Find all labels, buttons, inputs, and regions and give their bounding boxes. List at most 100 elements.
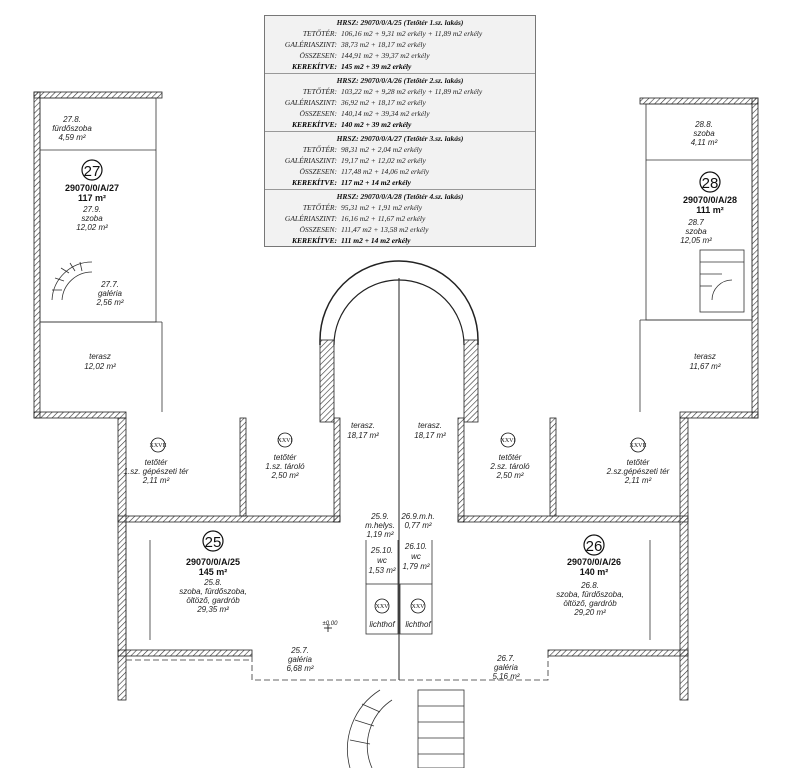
svg-text:2,11 m²: 2,11 m² [142, 476, 170, 485]
area-row-label: TETŐTÉR: [302, 87, 337, 96]
lichthof-left: XXV lichthof [369, 598, 395, 629]
unit-area: 140 m² [580, 567, 609, 577]
area-section: HRSZ: 29070/0/A/28 (Tetőtér 4.sz. lakás)… [265, 190, 535, 248]
area-row-value: 98,31 m2 + 2,04 m2 erkély [341, 145, 423, 154]
svg-text:26.8.: 26.8. [580, 581, 599, 590]
area-row-label: ÖSSZESEN: [299, 167, 338, 176]
area-row: TETŐTÉR: 95,31 m2 + 1,91 m2 erkély [265, 202, 535, 213]
area-row: GALÉRIASZINT: 36,92 m2 + 18,17 m2 erkély [265, 97, 535, 108]
svg-text:±0,00: ±0,00 [323, 621, 339, 627]
svg-text:tetőtér: tetőtér [499, 453, 522, 462]
room-27-7: 27.7. galéria 2,56 m² [95, 280, 123, 307]
svg-text:18,17 m²: 18,17 m² [414, 431, 446, 440]
room-gepeszeti-left: XXVII tetőtér 1.sz. gépészeti tér 2,11 m… [124, 437, 189, 485]
area-row-value: 95,31 m2 + 1,91 m2 erkély [341, 203, 423, 212]
lichthof-right: XXV lichthof [405, 598, 431, 629]
area-row-label: GALÉRIASZINT: [284, 98, 337, 107]
area-row-label: KEREKÍTVE: [291, 120, 337, 129]
svg-text:tetőtér: tetőtér [627, 458, 650, 467]
area-row-value: 111 m2 + 14 m2 erkély [341, 236, 411, 245]
area-row-value: 145 m2 + 39 m2 erkély [341, 62, 412, 71]
area-row-value: 38,73 m2 + 18,17 m2 erkély [341, 40, 426, 49]
svg-text:25.10.: 25.10. [370, 546, 393, 555]
arch-outline [319, 260, 479, 345]
svg-text:25.7.: 25.7. [290, 646, 309, 655]
svg-text:6,68 m²: 6,68 m² [286, 664, 313, 673]
area-row: GALÉRIASZINT:16,16 m2 + 11,67 m2 erkély [265, 213, 535, 224]
svg-text:2,50 m²: 2,50 m² [495, 471, 523, 480]
area-row-value: 111,47 m2 + 13,58 m2 erkély [341, 225, 429, 234]
svg-text:0,77 m²: 0,77 m² [404, 521, 431, 530]
area-section: HRSZ: 29070/0/A/25 (Tetőtér 1.sz. lakás)… [265, 16, 535, 74]
svg-text:2.sz.gépészeti tér: 2.sz.gépészeti tér [606, 467, 670, 476]
area-row: ÖSSZESEN:111,47 m2 + 13,58 m2 erkély [265, 224, 535, 235]
svg-text:28.7: 28.7 [687, 218, 704, 227]
svg-text:tetőtér: tetőtér [274, 453, 297, 462]
area-row: GALÉRIASZINT: 38,73 m2 + 18,17 m2 erkély [265, 39, 535, 50]
unit-badge-25: 25 29070/0/A/25 145 m² [186, 530, 240, 577]
area-section-title: HRSZ: 29070/0/A/28 (Tetőtér 4.sz. lakás) [336, 192, 464, 201]
area-row-label: TETŐTÉR: [302, 145, 337, 154]
badge-number: 27 [84, 163, 101, 180]
svg-text:4,11 m²: 4,11 m² [691, 138, 718, 147]
badge-number: 28 [702, 175, 719, 192]
area-row-value: 117,48 m2 + 14,06 m2 erkély [341, 167, 430, 176]
unit-number: 29070/0/A/27 [65, 183, 119, 193]
svg-text:29,20 m²: 29,20 m² [573, 608, 606, 617]
room-28-7: 28.7 szoba 12,05 m² [680, 218, 712, 245]
area-row: ÖSSZESEN:144,91 m2 + 39,37 m2 erkély [265, 50, 535, 61]
interior-lines [39, 97, 753, 681]
area-row: KEREKÍTVE: 145 m2 + 39 m2 erkély [265, 61, 535, 72]
svg-text:szoba: szoba [693, 129, 715, 138]
area-row-value: 36,92 m2 + 18,17 m2 erkély [341, 98, 426, 107]
area-row-value: 117 m2 + 14 m2 erkély [341, 178, 411, 187]
area-row: ÖSSZESEN:140,14 m2 + 39,34 m2 erkély [265, 108, 535, 119]
svg-text:1,19 m²: 1,19 m² [366, 530, 393, 539]
area-row-value: 144,91 m2 + 39,37 m2 erkély [341, 51, 430, 60]
svg-text:galéria: galéria [494, 663, 519, 672]
svg-text:terasz: terasz [694, 352, 716, 361]
svg-text:1.sz. tároló: 1.sz. tároló [265, 462, 305, 471]
room-taroló-left: XXVI tetőtér 1.sz. tároló 2,50 m² [265, 432, 305, 480]
svg-text:1,79 m²: 1,79 m² [402, 562, 429, 571]
badge-number: 26 [586, 538, 603, 555]
svg-text:26.7.: 26.7. [496, 654, 515, 663]
walls [33, 91, 759, 701]
svg-text:1.sz. gépészeti tér: 1.sz. gépészeti tér [124, 467, 189, 476]
area-row-label: GALÉRIASZINT: [284, 40, 337, 49]
svg-text:galéria: galéria [98, 289, 123, 298]
svg-text:2,56 m²: 2,56 m² [95, 298, 123, 307]
area-row: TETŐTÉR:103,22 m2 + 9,28 m2 erkély + 11,… [265, 86, 535, 97]
svg-text:26.9.m.h.: 26.9.m.h. [400, 512, 434, 521]
svg-text:12,05 m²: 12,05 m² [680, 236, 712, 245]
room-taroló-right: XXVI tetőtér 2.sz. tároló 2,50 m² [489, 432, 530, 480]
room-26-9: 26.9.m.h. 0,77 m² [400, 512, 434, 530]
svg-text:28.8.: 28.8. [694, 120, 713, 129]
svg-text:27.7.: 27.7. [100, 280, 119, 289]
svg-text:25.9.: 25.9. [370, 512, 389, 521]
svg-text:wc: wc [377, 556, 387, 565]
room-26-8: 26.8. szoba, fürdőszoba, öltöző, gardrób… [556, 581, 624, 617]
area-row-value: 19,17 m2 + 12,02 m2 erkély [341, 156, 426, 165]
area-row-label: TETŐTÉR: [302, 29, 337, 38]
area-row: ÖSSZESEN:117,48 m2 + 14,06 m2 erkély [265, 166, 535, 177]
area-row: KEREKÍTVE:117 m2 + 14 m2 erkély [265, 177, 535, 188]
svg-text:m.helys.: m.helys. [365, 521, 395, 530]
area-row: TETŐTÉR: 98,31 m2 + 2,04 m2 erkély [265, 144, 535, 155]
area-row-label: GALÉRIASZINT: [284, 214, 337, 223]
unit-area: 145 m² [199, 567, 228, 577]
area-row-label: ÖSSZESEN: [299, 225, 338, 234]
svg-text:XXV: XXV [376, 604, 390, 610]
svg-text:szoba, fürdőszoba,: szoba, fürdőszoba, [179, 587, 247, 596]
svg-text:5,16 m²: 5,16 m² [492, 672, 519, 681]
room-25-7: 25.7. galéria 6,68 m² [286, 646, 313, 673]
svg-text:lichthof: lichthof [369, 620, 395, 629]
svg-text:galéria: galéria [288, 655, 313, 664]
area-row-label: TETŐTÉR: [302, 203, 337, 212]
svg-text:terasz: terasz [89, 352, 111, 361]
svg-text:XXVI: XXVI [501, 438, 516, 444]
svg-text:szoba, fürdőszoba,: szoba, fürdőszoba, [556, 590, 624, 599]
area-row-label: KEREKÍTVE: [291, 62, 337, 71]
svg-text:26.10.: 26.10. [404, 542, 427, 551]
room-27-9: 27.9. szoba 12,02 m² [76, 205, 108, 232]
